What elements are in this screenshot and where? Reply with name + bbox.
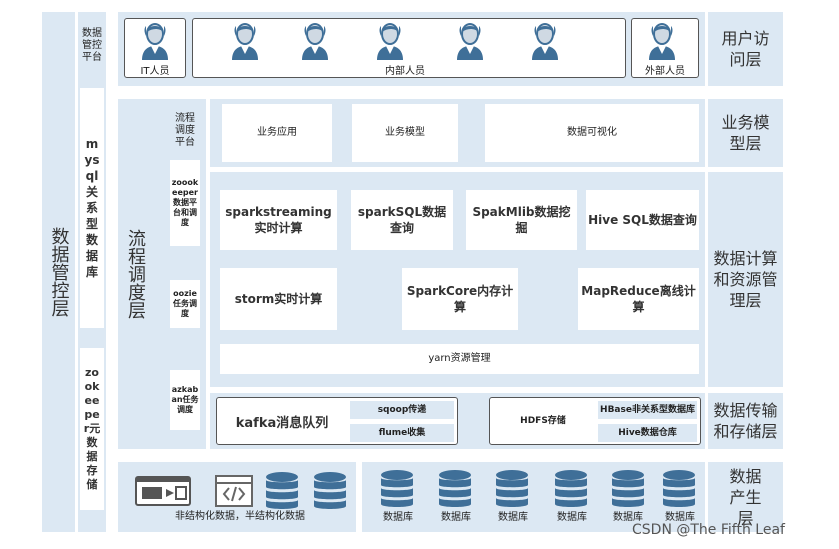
window-app-icon (135, 476, 191, 510)
person-icon (647, 20, 677, 60)
person-icon (530, 20, 560, 60)
hdfs-label: HDFS存储 (520, 416, 566, 426)
internal-staff-group (192, 18, 626, 78)
data-governance-title: 数据管控层 (48, 227, 70, 317)
database-icon (264, 471, 300, 515)
data-visualization-box: 数据可视化 (485, 104, 699, 162)
user-access-layer-label: 用户访问层 (708, 12, 783, 86)
it-staff-label: IT人员 (140, 65, 170, 77)
database-icon (610, 469, 646, 513)
database-band (362, 462, 705, 532)
storm-box: storm实时计算 (220, 268, 337, 330)
database-icon (553, 469, 589, 513)
yarn-box: yarn资源管理 (220, 344, 699, 374)
database-icon (437, 469, 473, 513)
hive-sql-box: Hive SQL数据查询 (586, 190, 699, 250)
person-icon (300, 20, 330, 60)
process-platform-label: 流程调度平台 (175, 113, 195, 148)
sqoop-box: sqoop传递 (350, 401, 454, 419)
business-layer-label: 业务模型层 (708, 99, 783, 167)
unstructured-label: 非结构化数据，半结构化数据 (175, 511, 305, 522)
hbase-box: HBase非关系型数据库 (598, 401, 697, 419)
kafka-label: kafka消息队列 (235, 415, 329, 431)
spark-mllib-box: SpakMlib数据挖掘 (466, 190, 577, 250)
business-app-box: 业务应用 (222, 104, 332, 162)
azkaban-box: azkaban任务调度 (170, 370, 200, 430)
hive-warehouse-box: Hive数据仓库 (598, 424, 697, 442)
code-file-icon (215, 475, 253, 511)
spark-sql-box: sparkSQL数据查询 (351, 190, 453, 250)
mapreduce-box: MapReduce离线计算 (578, 268, 699, 330)
person-icon (230, 20, 260, 60)
internal-staff-label: 内部人员 (385, 65, 425, 77)
data-governance-column (42, 12, 75, 532)
database-label: 数据库 (613, 512, 643, 523)
watermark: CSDN @The Fifth Leaf (632, 522, 785, 538)
transport-layer-label: 数据传输和存储层 (708, 393, 783, 449)
compute-layer-label: 数据计算和资源管理层 (708, 172, 783, 387)
mgmt-platform-label: 数据管控平台 (82, 28, 102, 63)
database-icon (379, 469, 415, 513)
zookeeper-metadata-box: zookeeper元数据存储 (80, 348, 104, 510)
business-model-box: 业务模型 (352, 104, 458, 162)
flume-box: flume收集 (350, 424, 454, 442)
database-label: 数据库 (383, 512, 413, 523)
spark-streaming-box: sparkstreaming实时计算 (220, 190, 337, 250)
database-icon (494, 469, 530, 513)
database-icon (312, 471, 348, 515)
external-staff-label: 外部人员 (645, 65, 685, 77)
database-label: 数据库 (498, 512, 528, 523)
database-label: 数据库 (557, 512, 587, 523)
oozie-box: oozie任务调度 (170, 280, 200, 328)
person-icon (455, 20, 485, 60)
person-icon (140, 20, 170, 60)
process-scheduling-title: 流程调度层 (125, 229, 146, 319)
database-icon (661, 469, 697, 513)
mysql-db-box: mysql关系型数据库 (80, 88, 104, 328)
generation-layer-label: 数据产生层 (708, 462, 783, 532)
person-icon (375, 20, 405, 60)
database-label: 数据库 (441, 512, 471, 523)
zookeeper-scheduling-box: zoookeeper数据平台和调度 (170, 160, 200, 246)
spark-core-box: SparkCore内存计算 (402, 268, 518, 330)
database-label: 数据库 (665, 512, 695, 523)
